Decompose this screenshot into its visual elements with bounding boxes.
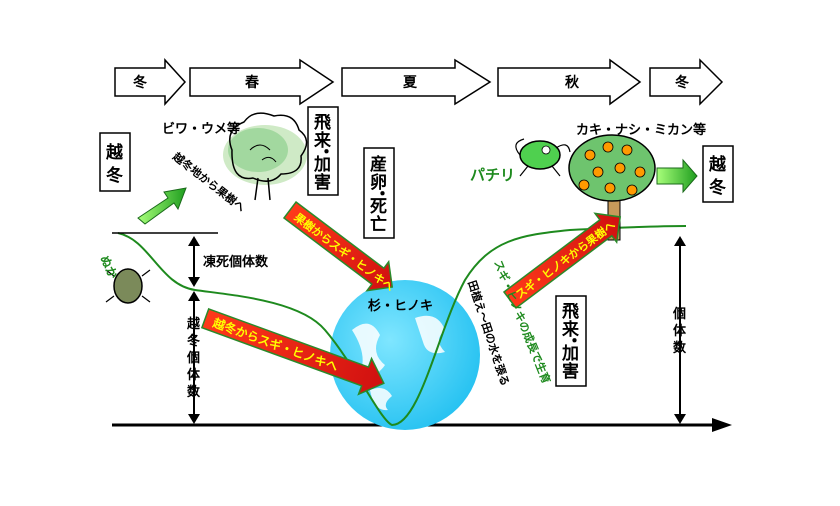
population-arrow: 個 体 数 bbox=[672, 236, 691, 424]
svg-text:産卵・死亡: 産卵・死亡 bbox=[370, 154, 391, 235]
frozen-count-arrow: 凍死個体数 bbox=[188, 236, 269, 287]
globe-label: 杉・ヒノキ bbox=[368, 298, 433, 314]
stinkbug-green-icon bbox=[515, 138, 571, 177]
season-label: 冬 bbox=[675, 74, 689, 91]
season-arrows: 冬 春 夏 秋 冬 bbox=[114, 58, 724, 106]
pachiri-label: パチリ bbox=[470, 166, 515, 184]
biwa-ume-label: ビワ・ウメ等 bbox=[162, 121, 240, 137]
fruit-tree-icon bbox=[568, 134, 656, 241]
season-arrow-autumn: 秋 bbox=[497, 58, 642, 106]
sugi-hinoki-globe: 杉・ヒノキ bbox=[330, 280, 480, 430]
season-arrow-winter-1: 冬 bbox=[114, 58, 187, 106]
frozen-count-label: 凍死個体数 bbox=[203, 254, 269, 270]
stinkbug-brown-icon bbox=[105, 268, 151, 304]
season-arrow-summer: 夏 bbox=[341, 58, 492, 106]
green-arrow-right bbox=[656, 158, 698, 194]
green-arrow-left bbox=[137, 187, 187, 225]
box-fly-damage-autumn: 飛来・加害 bbox=[555, 295, 587, 387]
svg-text:越冬: 越冬 bbox=[105, 142, 124, 186]
kaki-nashi-mikan-label: カキ・ナシ・ミカン等 bbox=[576, 122, 706, 138]
box-fly-damage-spring: 飛来・加害 bbox=[307, 106, 339, 196]
box-overwinter-right: 越冬 bbox=[702, 145, 734, 203]
season-label: 夏 bbox=[403, 74, 418, 91]
overwinter-count-label: 越 冬 個 体 数 bbox=[186, 316, 205, 400]
season-label: 春 bbox=[244, 74, 260, 91]
season-arrow-winter-2: 冬 bbox=[649, 58, 724, 106]
season-arrow-spring: 春 bbox=[189, 58, 335, 106]
svg-text:飛来・加害: 飛来・加害 bbox=[561, 302, 583, 382]
box-lay-eggs-die: 産卵・死亡 bbox=[363, 147, 395, 239]
svg-text:飛来・加害: 飛来・加害 bbox=[313, 113, 335, 193]
biwa-tree-icon bbox=[223, 112, 308, 201]
svg-text:越冬: 越冬 bbox=[708, 154, 727, 198]
season-label: 秋 bbox=[565, 74, 580, 91]
box-overwinter-left: 越冬 bbox=[99, 132, 131, 192]
season-label: 冬 bbox=[133, 74, 147, 91]
overwinter-count-arrow: 越 冬 個 体 数 bbox=[186, 291, 205, 424]
svg-text:越冬からスギ・ヒノキへ: 越冬からスギ・ヒノキへ bbox=[210, 314, 340, 374]
population-label: 個 体 数 bbox=[672, 306, 691, 356]
population-curve bbox=[117, 225, 687, 427]
